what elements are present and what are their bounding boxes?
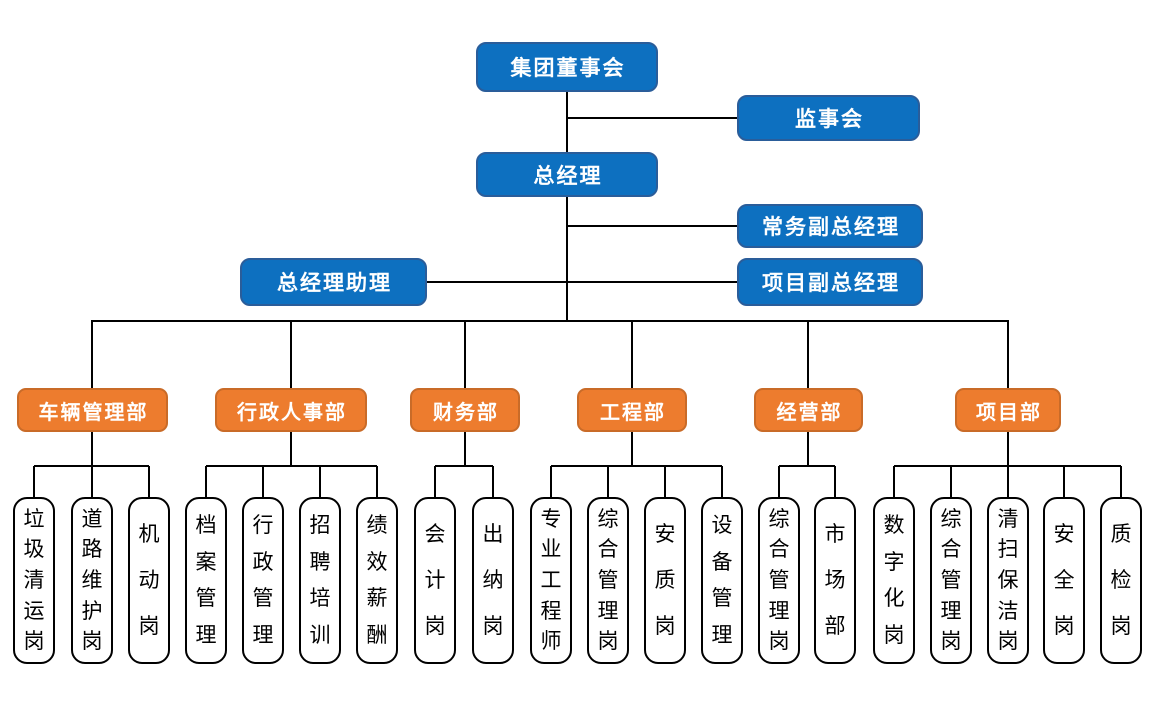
node-executive-deputy-gm: 常务副总经理 — [737, 204, 923, 248]
position-label: 综合管理岗 — [768, 507, 790, 654]
department-label: 项目部 — [976, 401, 1042, 424]
position-node: 专业工程师 — [530, 497, 572, 664]
node-gm-assistant: 总经理助理 — [240, 258, 427, 306]
node-executive-deputy-gm-label: 常务副总经理 — [762, 216, 900, 239]
node-board-of-directors: 集团董事会 — [476, 42, 658, 92]
position-node: 市场部 — [814, 497, 856, 664]
node-supervisory-board-label: 监事会 — [795, 108, 864, 131]
department-node-operations: 经营部 — [754, 388, 863, 432]
department-label: 车辆管理部 — [38, 401, 149, 424]
position-label: 出纳岗 — [482, 523, 504, 638]
position-label: 机动岗 — [138, 523, 160, 638]
node-general-manager: 总经理 — [476, 152, 658, 197]
position-label: 垃圾清运岗 — [23, 507, 45, 654]
position-node: 设备管理 — [701, 497, 743, 664]
department-label: 行政人事部 — [237, 401, 347, 424]
position-node: 安质岗 — [644, 497, 686, 664]
position-node: 垃圾清运岗 — [13, 497, 55, 664]
department-node-finance: 财务部 — [410, 388, 520, 432]
position-label: 安全岗 — [1053, 523, 1075, 638]
position-label: 设备管理 — [711, 513, 733, 648]
position-label: 综合管理岗 — [597, 507, 619, 654]
position-label: 数字化岗 — [883, 513, 905, 648]
node-board-of-directors-label: 集团董事会 — [510, 57, 626, 80]
position-label: 市场部 — [824, 523, 846, 638]
position-node: 机动岗 — [128, 497, 170, 664]
department-node-admin-hr: 行政人事部 — [215, 388, 367, 432]
position-node: 会计岗 — [414, 497, 456, 664]
node-gm-assistant-label: 总经理助理 — [277, 272, 392, 295]
position-node: 清扫保洁岗 — [987, 497, 1029, 664]
position-node: 行政管理 — [242, 497, 284, 664]
node-project-deputy-gm-label: 项目副总经理 — [762, 272, 900, 295]
position-node: 出纳岗 — [472, 497, 514, 664]
department-node-vehicle-management: 车辆管理部 — [17, 388, 168, 432]
position-label: 档案管理 — [195, 513, 217, 648]
position-node: 道路维护岗 — [71, 497, 113, 664]
department-node-project: 项目部 — [955, 388, 1061, 432]
position-label: 清扫保洁岗 — [997, 507, 1019, 654]
position-node: 招聘培训 — [299, 497, 341, 664]
position-label: 安质岗 — [654, 523, 676, 638]
department-label: 工程部 — [600, 401, 666, 424]
department-label: 财务部 — [433, 401, 499, 424]
position-node: 绩效薪酬 — [356, 497, 398, 664]
node-supervisory-board: 监事会 — [737, 95, 920, 141]
position-node: 综合管理岗 — [930, 497, 972, 664]
position-node: 档案管理 — [185, 497, 227, 664]
position-label: 专业工程师 — [540, 507, 562, 654]
position-label: 行政管理 — [252, 513, 274, 648]
department-node-engineering: 工程部 — [577, 388, 687, 432]
department-label: 经营部 — [776, 401, 843, 424]
position-node: 数字化岗 — [873, 497, 915, 664]
position-label: 绩效薪酬 — [366, 513, 388, 648]
position-node: 质检岗 — [1100, 497, 1142, 664]
position-label: 综合管理岗 — [940, 507, 962, 654]
position-node: 综合管理岗 — [587, 497, 629, 664]
position-label: 质检岗 — [1110, 523, 1132, 638]
node-general-manager-label: 总经理 — [533, 164, 603, 188]
position-label: 道路维护岗 — [81, 507, 103, 654]
position-node: 安全岗 — [1043, 497, 1085, 664]
position-node: 综合管理岗 — [758, 497, 800, 664]
position-label: 会计岗 — [424, 523, 446, 638]
position-label: 招聘培训 — [309, 513, 331, 648]
node-project-deputy-gm: 项目副总经理 — [737, 258, 923, 306]
